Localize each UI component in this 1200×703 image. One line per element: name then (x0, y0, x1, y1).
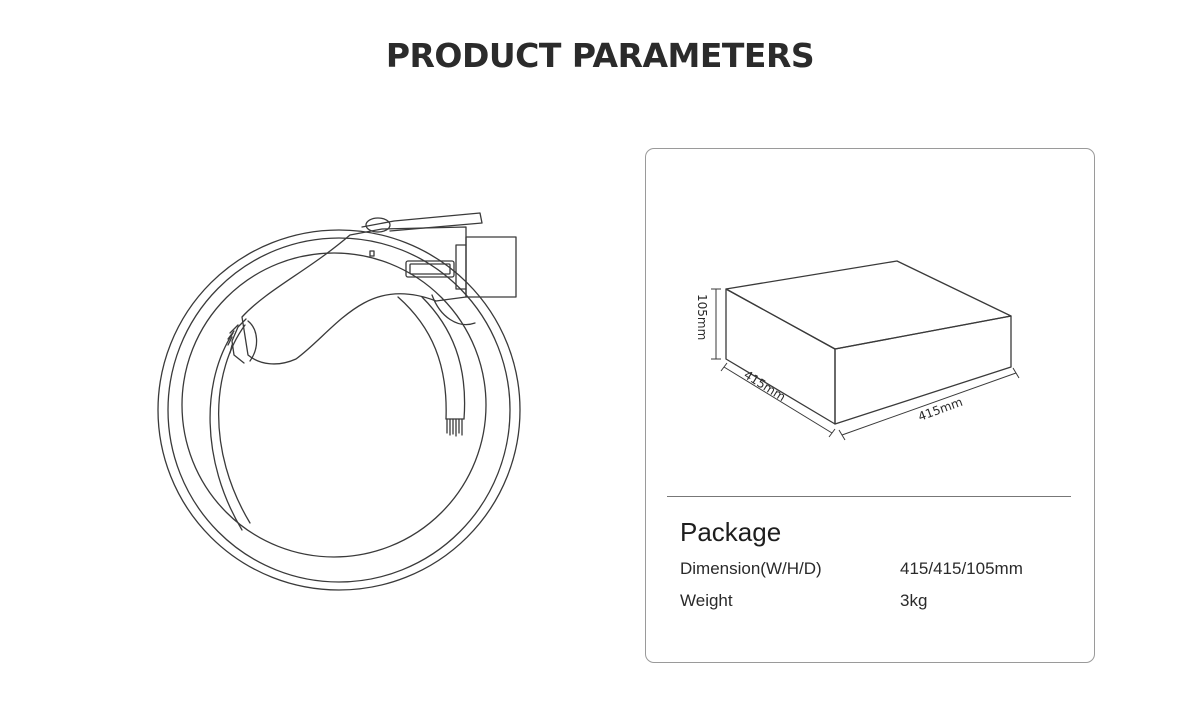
spec-value: 3kg (900, 591, 928, 610)
spec-value: 415/415/105mm (900, 559, 1023, 578)
page-title: PRODUCT PARAMETERS (385, 36, 815, 75)
ev-charger-cable-icon (150, 205, 530, 600)
package-box-icon: 105mm 415mm 415mm (686, 249, 1026, 454)
height-dimension-label: 105mm (695, 294, 709, 340)
package-card: 105mm 415mm 415mm Package Dimension(W/H/… (645, 148, 1095, 663)
package-heading: Package (680, 517, 782, 547)
width-dimension-label: 415mm (916, 395, 964, 424)
card-divider (667, 496, 1071, 497)
depth-dimension-label: 415mm (741, 368, 788, 404)
spec-label: Dimension(W/H/D) (680, 559, 822, 578)
spec-label: Weight (680, 591, 733, 610)
